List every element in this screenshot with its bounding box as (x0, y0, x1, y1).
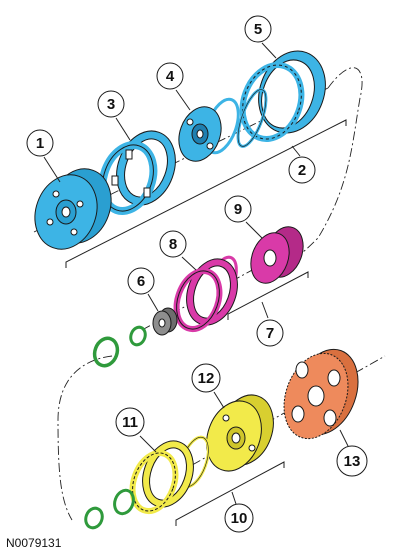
callout-9: 9 (224, 195, 263, 239)
snap-ring-small-lower (113, 488, 135, 516)
callout-11: 11 (115, 407, 157, 453)
part-3-drum (98, 130, 176, 215)
callout-9-label: 9 (234, 201, 242, 218)
part-6-bearing (152, 307, 178, 336)
callout-13: 13 (336, 429, 368, 477)
callout-6: 6 (127, 267, 159, 312)
part-5-snap-ring-outline (237, 89, 267, 147)
snap-ring-large-lower (84, 506, 104, 530)
callout-7: 7 (256, 301, 284, 347)
part-12-carrier (206, 394, 274, 472)
callout-7-label: 7 (266, 325, 274, 342)
snap-ring-small-upper (129, 325, 147, 347)
callout-1: 1 (26, 129, 61, 183)
part-13-gear (283, 348, 359, 440)
callout-5-label: 5 (254, 21, 262, 38)
part-11-ring-gear (129, 435, 210, 515)
callout-8: 8 (159, 230, 197, 271)
callout-4: 4 (156, 62, 191, 111)
group-10-bracket (175, 461, 285, 526)
callout-2-label: 2 (298, 162, 306, 179)
callout-10: 10 (224, 491, 254, 533)
callout-3: 3 (97, 90, 131, 141)
snap-ring-large-upper (92, 336, 120, 368)
callout-12-label: 12 (198, 370, 215, 387)
figure-code: N0079131 (6, 536, 62, 550)
callout-6-label: 6 (137, 273, 145, 290)
part-5-ring-gear (239, 50, 326, 142)
callout-12: 12 (191, 363, 225, 409)
part-9-hub (250, 226, 304, 284)
callout-8-label: 8 (169, 236, 177, 253)
callout-5: 5 (244, 15, 277, 59)
callout-11-label: 11 (122, 414, 138, 431)
group-7-bracket (227, 271, 309, 320)
callout-2: 2 (288, 145, 316, 184)
callout-13-label: 13 (344, 453, 361, 470)
part-8-drum (173, 255, 238, 333)
callout-10-label: 10 (231, 510, 248, 527)
part-1-shell (34, 168, 112, 250)
axis-lower-return (57, 355, 113, 521)
group-2-bracket (65, 119, 347, 268)
callout-3-label: 3 (107, 96, 115, 113)
callout-1-label: 1 (36, 135, 44, 152)
callout-4-label: 4 (166, 68, 175, 85)
part-4-carrier (178, 97, 240, 162)
axis-upper-return (279, 67, 363, 263)
